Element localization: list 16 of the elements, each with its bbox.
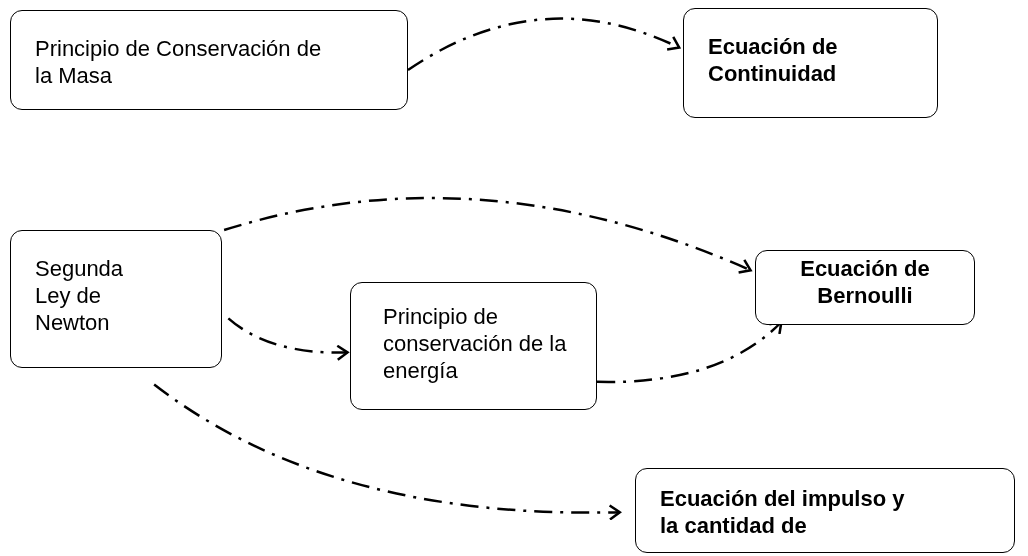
rounded-box	[10, 230, 222, 368]
node-text: Principio de conservación de la energía	[383, 303, 568, 384]
dash-dot-arrow	[153, 383, 622, 521]
dash-dot-arrow	[227, 317, 349, 361]
node-text: Ecuación de Continuidad	[708, 33, 839, 87]
node-text: Principio de Conservación de la Masa	[35, 35, 323, 89]
node-text: Ecuación del impulso y la cantidad de	[660, 485, 906, 539]
rounded-box	[10, 10, 408, 110]
rounded-box	[635, 468, 1015, 553]
dash-dot-arrow	[407, 17, 681, 72]
dash-dot-arrow	[223, 196, 752, 275]
rounded-box	[350, 282, 597, 410]
rounded-box	[755, 250, 975, 325]
rounded-box	[683, 8, 938, 118]
node-text: Segunda Ley de Newton	[35, 255, 125, 336]
node-text: Ecuación de Bernoulli	[799, 255, 931, 309]
